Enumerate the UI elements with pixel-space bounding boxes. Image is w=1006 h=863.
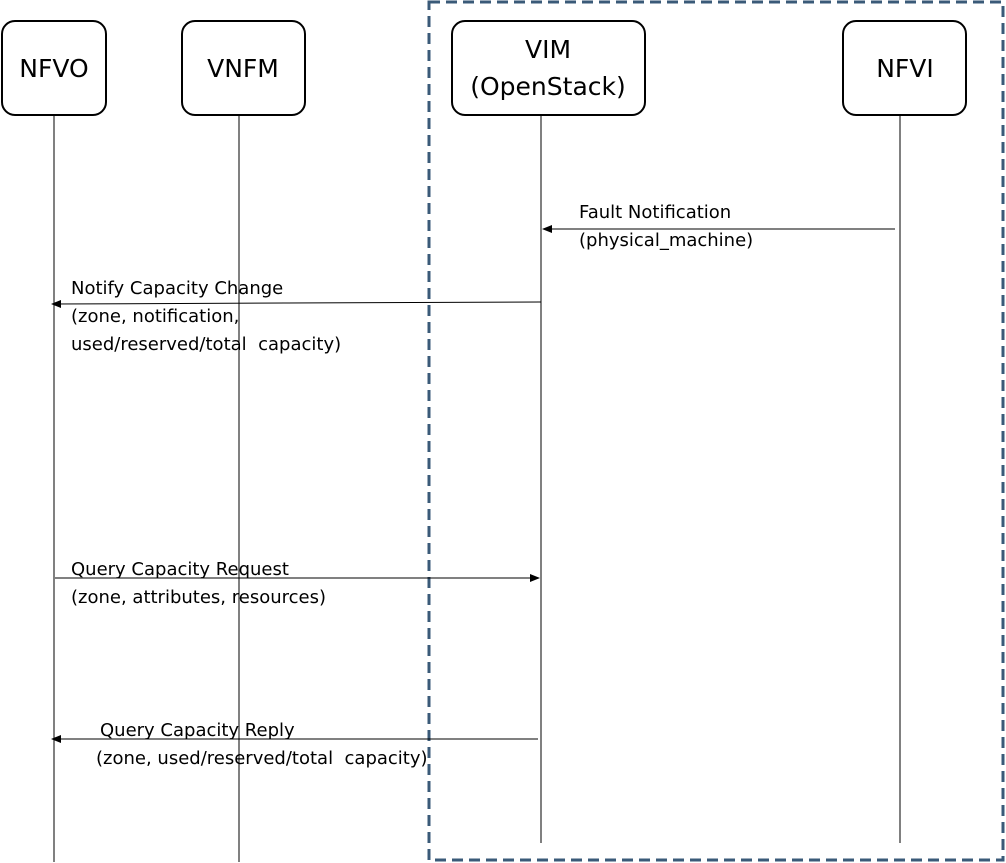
vim-nfvi-boundary xyxy=(427,0,1005,862)
actor-nfvo-label: NFVO xyxy=(19,54,88,83)
message-notify-capacity-change-params-2: used/reserved/total capacity) xyxy=(71,334,341,355)
actor-vnfm: VNFM xyxy=(181,20,306,116)
message-query-capacity-reply-params: (zone, used/reserved/total capacity) xyxy=(96,748,428,769)
message-query-capacity-request-title: Query Capacity Request xyxy=(71,559,289,580)
actor-vim: VIM (OpenStack) xyxy=(451,20,646,116)
message-notify-capacity-change-params-1: (zone, notification, xyxy=(71,306,239,327)
actor-vim-sublabel: (OpenStack) xyxy=(470,72,626,101)
message-notify-capacity-change-title: Notify Capacity Change xyxy=(71,278,283,299)
actor-nfvo-box xyxy=(1,20,107,116)
actor-vnfm-label: VNFM xyxy=(207,54,279,83)
message-fault-notification-title: Fault Notification xyxy=(579,202,731,223)
message-query-capacity-reply-title: Query Capacity Reply xyxy=(100,720,295,741)
actor-nfvi-label: NFVI xyxy=(876,54,934,83)
actor-vnfm-box xyxy=(181,20,306,116)
message-fault-notification: Fault Notification (physical_machine) xyxy=(542,202,895,251)
message-query-capacity-reply: Query Capacity Reply (zone, used/reserve… xyxy=(51,720,538,769)
actor-nfvi: NFVI xyxy=(842,20,967,116)
message-notify-capacity-change: Notify Capacity Change (zone, notificati… xyxy=(51,278,542,355)
message-notify-capacity-change-arrow xyxy=(51,299,542,308)
actor-vim-label: VIM xyxy=(525,35,571,64)
message-query-capacity-request-params: (zone, attributes, resources) xyxy=(71,587,326,608)
message-query-capacity-request: Query Capacity Request (zone, attributes… xyxy=(55,559,540,608)
actor-nfvo: NFVO xyxy=(1,20,107,116)
actor-vim-box xyxy=(451,20,646,116)
message-fault-notification-params: (physical_machine) xyxy=(579,230,753,251)
actor-nfvi-box xyxy=(842,20,967,116)
